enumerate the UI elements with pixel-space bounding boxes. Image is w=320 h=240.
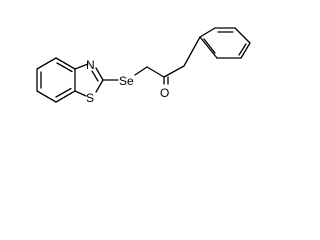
bond (55, 90, 76, 103)
structure-canvas: N S Se O (0, 0, 281, 127)
bond (199, 36, 218, 59)
bond (183, 36, 201, 67)
chemical-structure: N S Se O (36, 27, 251, 105)
bond (36, 90, 57, 103)
bond (240, 42, 251, 59)
bond (163, 65, 185, 78)
bond (36, 57, 57, 70)
double-bond-inner (91, 70, 99, 82)
bond (74, 63, 89, 70)
oxygen-atom-label: O (160, 86, 169, 100)
bond (95, 67, 104, 81)
bond (74, 90, 87, 97)
phenyl-ring (199, 27, 251, 59)
double-bond-inner (203, 38, 216, 54)
bond (95, 79, 104, 93)
bond (55, 57, 76, 70)
nitrogen-atom-label: N (86, 58, 95, 72)
bond (199, 27, 216, 38)
thiazole-ring (74, 63, 104, 97)
atom-labels: N S Se O (86, 58, 169, 105)
double-bond-inner (56, 62, 73, 73)
bond (234, 27, 251, 44)
sulfur-atom-label: S (86, 91, 94, 105)
side-chain (102, 36, 201, 85)
double-bond-inner (55, 87, 72, 98)
bond (134, 66, 148, 76)
selenium-atom-label: Se (119, 74, 134, 88)
bond (146, 66, 165, 78)
double-bond-inner (238, 43, 247, 56)
benzothiazole-benzene-ring (36, 57, 76, 103)
